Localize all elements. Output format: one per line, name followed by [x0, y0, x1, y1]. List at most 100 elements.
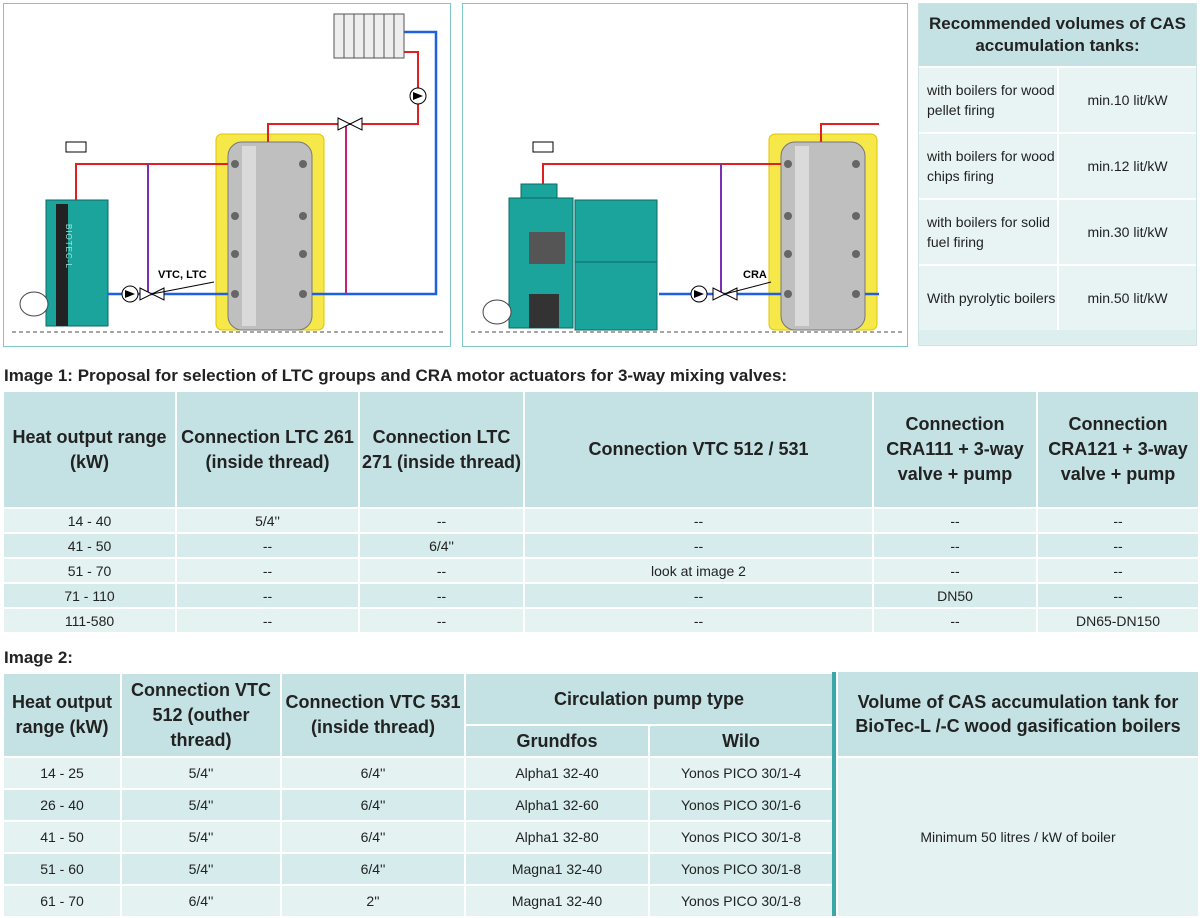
mixing-valve-icon: [712, 287, 727, 301]
table-cell: 41 - 50: [2, 532, 177, 559]
header-cra121: Connection CRA121 + 3-way valve + pump: [1036, 390, 1200, 509]
table-cell: 51 - 70: [2, 557, 177, 584]
table-cell: --: [872, 532, 1038, 559]
table-cell: 6/4'': [120, 884, 282, 918]
table-cell: --: [523, 607, 874, 634]
table-cell: Magna1 32-40: [464, 852, 650, 886]
table-cell: --: [175, 607, 360, 634]
header-wilo: Wilo: [647, 724, 835, 758]
table-cell: 51 - 60: [2, 852, 122, 886]
table-cell: --: [872, 557, 1038, 584]
table-cell: --: [1036, 582, 1200, 609]
table-cell: 6/4'': [280, 756, 466, 790]
header-vtc: Connection VTC 512 / 531: [523, 390, 874, 509]
table-cell: 14 - 25: [2, 756, 122, 790]
table-cell: 2'': [280, 884, 466, 918]
table-cell: --: [1036, 557, 1200, 584]
header-grundfos: Grundfos: [464, 724, 650, 758]
table-cell: --: [523, 582, 874, 609]
table-cell: DN65-DN150: [1036, 607, 1200, 634]
table-header-row: Heat output range (kW) Connection LTC 26…: [2, 390, 1200, 509]
table-cell: --: [175, 532, 360, 559]
valve-label-cra: CRA: [743, 269, 767, 281]
table-cell: Yonos PICO 30/1-8: [647, 884, 835, 918]
recommended-volumes-panel: Recommended volumes of CAS accumulation …: [918, 3, 1197, 346]
boiler-type-cell: with boilers for solid fuel firing: [919, 200, 1059, 264]
table-subheader-row: Grundfos Wilo: [3, 724, 835, 758]
cas-volume-panel: Volume of CAS accumulation tank for BioT…: [838, 672, 1198, 916]
cas-volume-value: Minimum 50 litres / kW of boiler: [838, 758, 1198, 916]
table-cell: --: [358, 507, 525, 534]
table-cell: Magna1 32-40: [464, 884, 650, 918]
boiler-type-cell: With pyrolytic boilers: [919, 266, 1059, 330]
table-cell: --: [1036, 507, 1200, 534]
table-row: 14 - 40 5/4'' -- -- -- --: [2, 507, 1200, 534]
table-cell: Yonos PICO 30/1-8: [647, 852, 835, 886]
table-row: 111-580 -- -- -- -- DN65-DN150: [2, 607, 1200, 634]
table-row: 51 - 70 -- -- look at image 2 -- --: [2, 557, 1200, 584]
volume-cell: min.12 lit/kW: [1059, 134, 1196, 198]
table-cell: Alpha1 32-40: [464, 756, 650, 790]
boiler: [45, 199, 109, 327]
valve-label-vtc-ltc: VTC, LTC: [158, 269, 207, 281]
header-circulation-pump: Circulation pump type: [463, 672, 835, 726]
table-row: 71 - 110 -- -- -- DN50 --: [2, 582, 1200, 609]
boiler-brand-text: BIOTEC-L: [64, 224, 73, 269]
ltc-cra-selection-table: Heat output range (kW) Connection LTC 26…: [2, 390, 1200, 634]
mixing-valve-top-icon: [337, 117, 352, 131]
expansion-vessel: [19, 291, 49, 317]
table-cell: --: [175, 557, 360, 584]
table-cell: Alpha1 32-60: [464, 788, 650, 822]
table-cell: 5/4'': [120, 820, 282, 854]
mixing-valve-icon: [139, 287, 154, 301]
table-row: 41 - 50 -- 6/4'' -- -- --: [2, 532, 1200, 559]
safety-group-icon: [65, 141, 87, 153]
table-cell: 5/4'': [175, 507, 360, 534]
volume-cell: min.50 lit/kW: [1059, 266, 1196, 330]
header-vtc512: Connection VTC 512 (outher thread): [120, 672, 282, 758]
header-ltc271: Connection LTC 271 (inside thread): [358, 390, 525, 509]
header-vtc531: Connection VTC 531 (inside thread): [280, 672, 466, 758]
table-row: 41 - 50 5/4'' 6/4'' Alpha1 32-80 Yonos P…: [2, 820, 835, 854]
table-cell: 5/4'': [120, 788, 282, 822]
table-cell: look at image 2: [523, 557, 874, 584]
table-cell: 5/4'': [120, 852, 282, 886]
table-cell: 111-580: [2, 607, 177, 634]
diagram-pellet-boiler-cra: CRA: [462, 3, 908, 347]
table-row: 14 - 25 5/4'' 6/4'' Alpha1 32-40 Yonos P…: [2, 756, 835, 790]
section-divider: [832, 672, 836, 916]
cas-volume-title: Volume of CAS accumulation tank for BioT…: [838, 672, 1198, 756]
table-row: 51 - 60 5/4'' 6/4'' Magna1 32-40 Yonos P…: [2, 852, 835, 886]
table-cell: --: [358, 557, 525, 584]
table-cell: DN50: [872, 582, 1038, 609]
vtc-pump-table: Heat output range (kW) Connection VTC 51…: [2, 672, 835, 918]
header-cra111: Connection CRA111 + 3-way valve + pump: [872, 390, 1038, 509]
image1-caption: Image 1: Proposal for selection of LTC g…: [4, 366, 788, 385]
table-cell: --: [358, 607, 525, 634]
table-cell: Alpha1 32-80: [464, 820, 650, 854]
table-cell: 41 - 50: [2, 820, 122, 854]
header-heat-output: Heat output range (kW): [2, 672, 122, 758]
table-cell: --: [1036, 532, 1200, 559]
recommended-row: With pyrolytic boilers min.50 lit/kW: [919, 264, 1196, 330]
pellet-hopper: [574, 199, 658, 331]
table-cell: 6/4'': [280, 788, 466, 822]
volume-cell: min.30 lit/kW: [1059, 200, 1196, 264]
table-cell: Yonos PICO 30/1-8: [647, 820, 835, 854]
diagram-2-svg: CRA: [471, 123, 903, 333]
table-cell: --: [523, 507, 874, 534]
table-header-row: Heat output range (kW) Connection VTC 51…: [2, 672, 835, 758]
table-cell: --: [175, 582, 360, 609]
table-cell: 6/4'': [280, 820, 466, 854]
diagram-1-svg: BIOTEC-L VTC, LTC: [12, 13, 444, 333]
table-cell: 26 - 40: [2, 788, 122, 822]
table-cell: 61 - 70: [2, 884, 122, 918]
volume-cell: min.10 lit/kW: [1059, 68, 1196, 132]
table-row: 26 - 40 5/4'' 6/4'' Alpha1 32-60 Yonos P…: [2, 788, 835, 822]
table-cell: 6/4'': [280, 852, 466, 886]
table-cell: --: [872, 507, 1038, 534]
recommended-row: with boilers for solid fuel firing min.3…: [919, 198, 1196, 264]
safety-group-icon: [532, 141, 554, 153]
table-cell: 14 - 40: [2, 507, 177, 534]
accumulation-tank: [227, 141, 313, 331]
